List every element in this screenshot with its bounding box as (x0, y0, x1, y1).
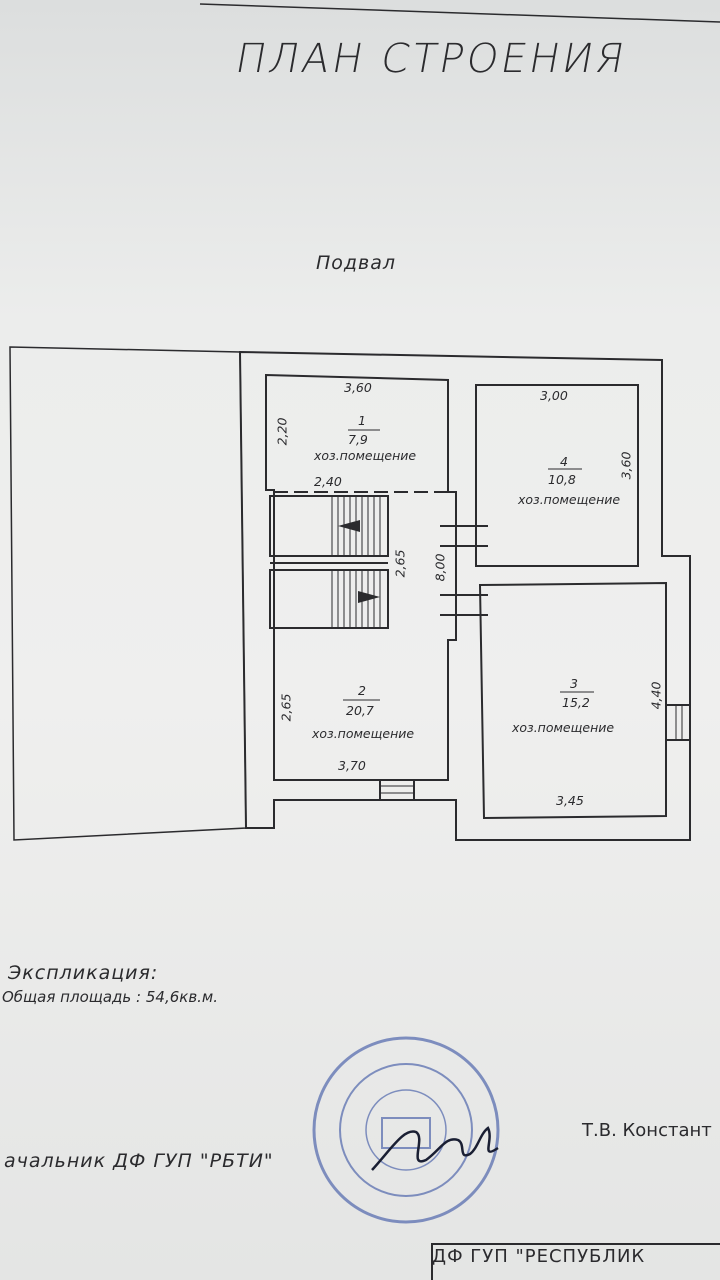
stair-flight-lower (269, 569, 389, 629)
dim-room1-width: 3,60 (344, 380, 372, 395)
room-4-number: 4 (560, 454, 568, 469)
room-3-area: 15,2 (562, 695, 590, 710)
adjacent-building-outline (9, 346, 247, 841)
room-4-area: 10,8 (548, 472, 576, 487)
signatory-name: Т.В. Констант (582, 1120, 712, 1141)
inner-wall-left-block (265, 373, 457, 781)
dim-room2-height: 2,65 (278, 693, 294, 722)
room-1-number: 1 (358, 413, 366, 428)
official-stamp (312, 1036, 500, 1224)
outer-wall (238, 350, 691, 841)
room-4-walls (475, 384, 639, 567)
room-1-area: 7,9 (348, 432, 368, 447)
dim-stair-length: 2,65 (392, 549, 408, 578)
room-2-name: хоз.помещение (312, 726, 415, 741)
dim-room2-width: 3,70 (338, 758, 366, 773)
document-title: ПЛАН СТРОЕНИЯ (231, 36, 631, 82)
room-3-number: 3 (570, 676, 578, 691)
dim-room1-height: 2,20 (274, 417, 290, 446)
total-area: Общая площадь : 54,6кв.м. (2, 988, 219, 1006)
chief-signature-line: ачальник ДФ ГУП "РБТИ" (4, 1150, 274, 1172)
room-2-number: 2 (358, 683, 366, 698)
dim-room4-height: 3,60 (618, 451, 634, 480)
dim-room3-height: 4,40 (648, 681, 664, 710)
stair-arrow-up (338, 520, 360, 532)
explication-heading: Экспликация: (8, 962, 159, 984)
floor-label: Подвал (316, 252, 397, 274)
dim-room3-width: 3,45 (556, 793, 584, 808)
signature-scribble (371, 1126, 499, 1171)
room-4-name: хоз.помещение (518, 492, 621, 507)
stair-flight-upper (269, 495, 389, 557)
dim-stair-width: 2,40 (314, 474, 342, 489)
dim-room4-width: 3,00 (540, 388, 568, 403)
dim-total-length: 8,00 (432, 553, 448, 582)
stair-arrows (338, 520, 380, 603)
room-3-name: хоз.помещение (512, 720, 615, 735)
organization-box: ДФ ГУП "РЕСПУБЛИК (432, 1246, 646, 1267)
room-2-area: 20,7 (346, 703, 374, 718)
stair-arrow-down (358, 591, 380, 603)
room-1-name: хоз.помещение (314, 448, 417, 463)
room-3-walls (478, 581, 667, 820)
